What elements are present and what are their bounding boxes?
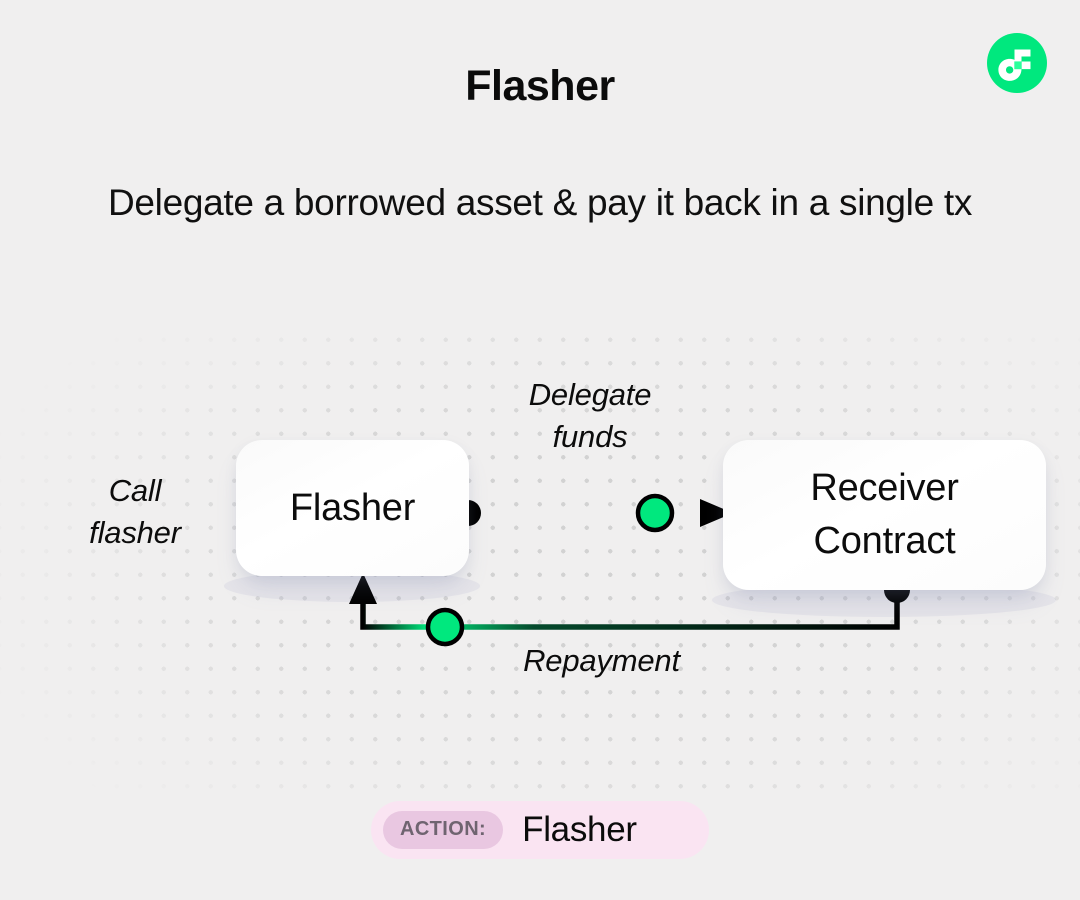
- label-call-flasher: Call flasher: [89, 473, 181, 550]
- brand-logo[interactable]: [984, 30, 1050, 96]
- edge-delegate-funds: [455, 493, 733, 533]
- action-value: Flasher: [522, 810, 637, 849]
- delegate-token-dot: [635, 493, 675, 533]
- label-delegate-funds: Delegate funds: [528, 377, 652, 454]
- node-flasher[interactable]: Flasher: [236, 440, 469, 576]
- label-repayment: Repayment: [523, 643, 680, 678]
- node-receiver-label: Receiver Contract: [810, 467, 959, 562]
- page-title: Flasher: [465, 62, 615, 110]
- flasher-logo-icon: [987, 33, 1047, 93]
- node-receiver-contract[interactable]: Receiver Contract: [723, 440, 1046, 590]
- page-subtitle: Delegate a borrowed asset & pay it back …: [107, 182, 973, 223]
- repayment-token-dot: [425, 607, 465, 647]
- action-chip-label: ACTION:: [383, 811, 504, 849]
- node-flasher-label: Flasher: [289, 487, 416, 529]
- action-badge[interactable]: ACTION: Flasher: [371, 801, 709, 859]
